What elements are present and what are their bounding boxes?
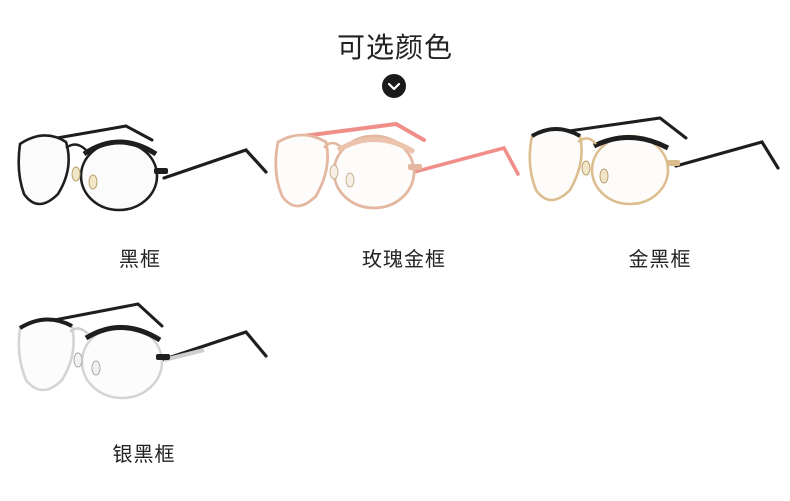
product-label: 银黑框 — [112, 442, 176, 466]
product-gold-black-frame[interactable] — [526, 114, 786, 214]
product-label: 玫瑰金框 — [362, 247, 446, 271]
product-label: 金黑框 — [628, 247, 692, 271]
product-label: 黑框 — [119, 247, 161, 271]
product-rose-gold-frame[interactable] — [268, 118, 528, 218]
glasses-gold-black-image — [528, 116, 780, 206]
chevron-down-icon[interactable] — [382, 74, 406, 98]
page-title: 可选颜色 — [336, 31, 453, 64]
glasses-silver-black-image — [17, 302, 268, 400]
glasses-rose-gold-image — [274, 121, 520, 210]
product-black-frame[interactable] — [14, 118, 274, 218]
product-silver-black-frame[interactable] — [14, 300, 274, 410]
glasses-black-image — [17, 124, 268, 212]
